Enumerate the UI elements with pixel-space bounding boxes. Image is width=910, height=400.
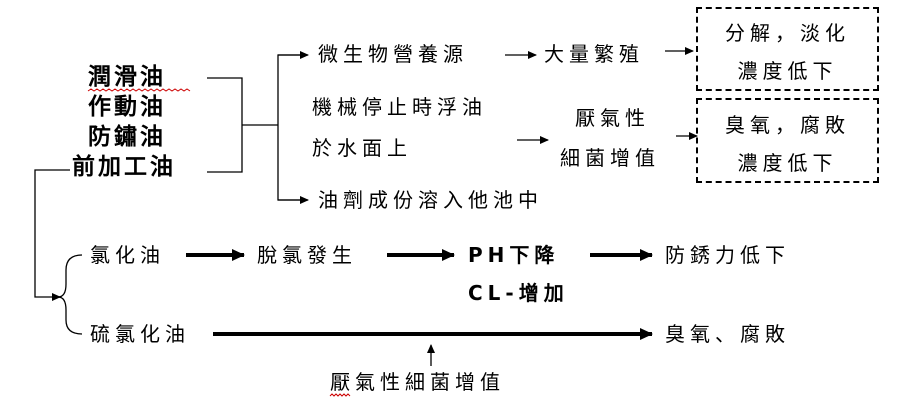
result-line-2: 濃度低下 bbox=[737, 151, 838, 175]
oil-label-hydraulic: 作動油 bbox=[88, 94, 166, 120]
node-anaerobic-line-1: 厭氣性 bbox=[575, 106, 650, 130]
result-line-2: 濃度低下 bbox=[737, 59, 838, 83]
result-box-decompose: 分解，淡化 濃度低下 bbox=[696, 7, 879, 91]
node-mass-reproduction: 大量繁殖 bbox=[544, 42, 644, 66]
oil-label-pretreatment: 前加工油 bbox=[72, 154, 176, 180]
node-oil-float-line-1: 機械停止時浮油 bbox=[312, 95, 487, 119]
oil-label-lubricating: 潤滑油 bbox=[88, 64, 166, 90]
node-anaerobic-line-2: 細菌增值 bbox=[560, 146, 660, 170]
result-line-1: 分解，淡化 bbox=[725, 21, 850, 45]
node-odor-rot: 臭氧、腐敗 bbox=[665, 322, 790, 346]
node-anaerobic-cause: 厭氣性細菌增值 bbox=[330, 370, 505, 394]
node-rust-prevention-drop: 防銹力低下 bbox=[665, 243, 790, 267]
node-oil-float-line-2: 於水面上 bbox=[312, 136, 412, 160]
result-box-odor: 臭氧，腐敗 濃度低下 bbox=[696, 98, 879, 183]
node-microbe-nutrient: 微生物營養源 bbox=[318, 42, 468, 66]
node-dissolve-other-tank: 油劑成份溶入他池中 bbox=[318, 188, 543, 212]
result-line-1: 臭氧，腐敗 bbox=[725, 113, 850, 137]
label-chlorinated-oil: 氯化油 bbox=[90, 243, 165, 267]
label-sulfochlorinated-oil: 硫氯化油 bbox=[90, 322, 190, 346]
node-cl-increase: CL-增加 bbox=[468, 281, 569, 305]
node-ph-drop: PH下降 bbox=[468, 243, 560, 267]
oil-label-antirust: 防鏽油 bbox=[88, 124, 166, 150]
node-dechlorination: 脫氯發生 bbox=[257, 243, 357, 267]
